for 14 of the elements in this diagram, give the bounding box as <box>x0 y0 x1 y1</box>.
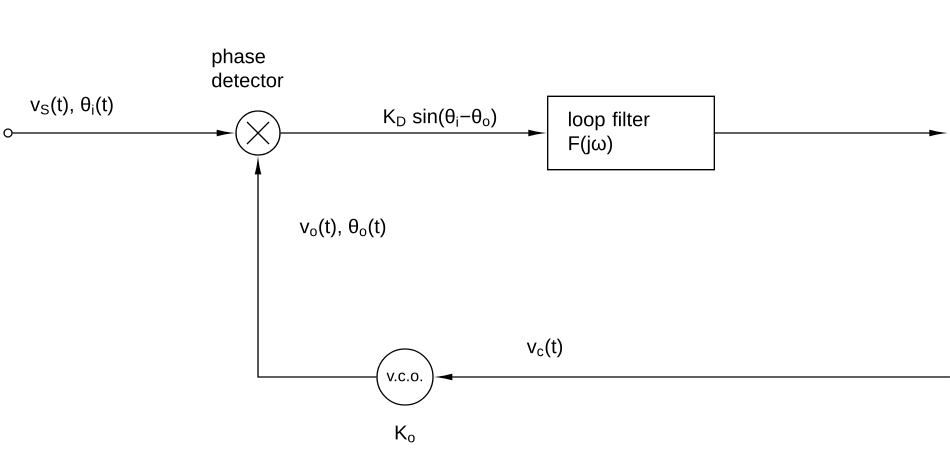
arrow <box>438 374 950 380</box>
edge-label: K$_{D}$ sin(θ$_{i}$−θ$_{o}$) <box>384 108 496 128</box>
arrow <box>254 160 376 378</box>
edge-label: v$_{c}$(t) <box>526 338 562 358</box>
node-caption: phase detector <box>212 48 284 88</box>
arrow <box>12 130 230 136</box>
node-caption: K$_{o}$ <box>396 426 415 442</box>
edge-label: v$_{o}$(t), θ$_{o}$(t) <box>300 218 386 238</box>
terminal-circle <box>3 128 13 138</box>
filter-box: loop filter F(jω) <box>547 96 715 170</box>
arrow <box>715 130 944 136</box>
edge-label: v$_{S}$(t), θ$_{i}$(t) <box>30 96 113 116</box>
multiplier-circle <box>235 110 281 156</box>
arrow <box>280 130 542 136</box>
